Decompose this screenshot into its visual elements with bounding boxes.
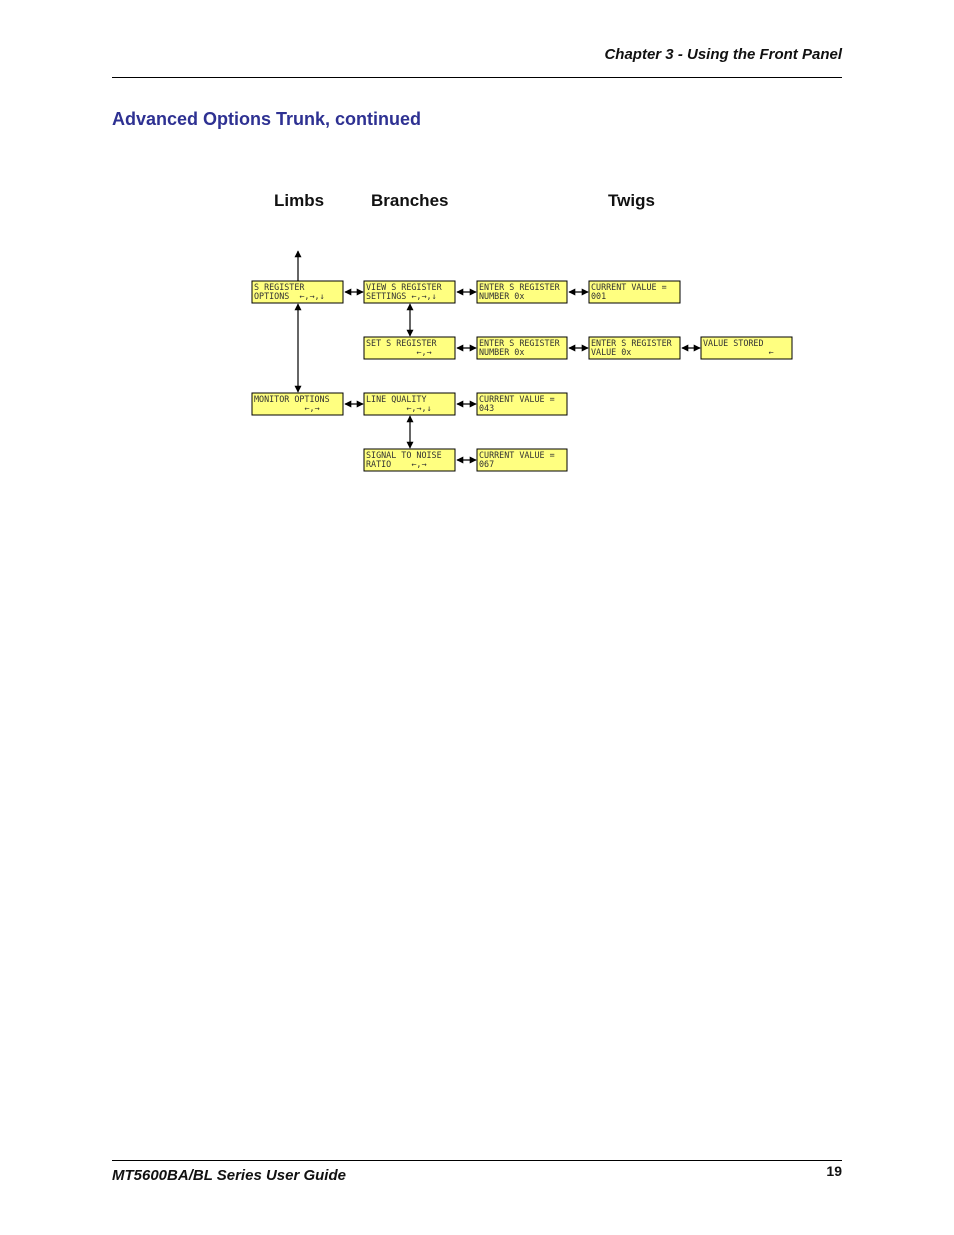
svg-text:001: 001 <box>591 291 606 301</box>
lcd-box-enter-s-register-number-2: ENTER S REGISTER NUMBER 0x <box>476 336 568 360</box>
lcd-box-current-value-001: CURRENT VALUE = 001 <box>588 280 681 304</box>
lcd-box-line-quality: LINE QUALITY ←,→,↓ <box>363 392 456 416</box>
lcd-box-value-stored: VALUE STORED ← <box>700 336 793 360</box>
section-title: Advanced Options Trunk, continued <box>112 109 422 129</box>
svg-text:CURRENT VALUE =: CURRENT VALUE = <box>479 450 555 460</box>
svg-text:SET S REGISTER: SET S REGISTER <box>366 338 438 348</box>
chapter-title: Chapter 3 - Using the Front Panel <box>604 46 842 63</box>
svg-text:VALUE 0x: VALUE 0x <box>591 347 631 357</box>
guide-title: MT5600BA/BL Series User Guide <box>112 1167 346 1184</box>
svg-text:043: 043 <box>479 403 494 413</box>
svg-text:CURRENT VALUE =: CURRENT VALUE = <box>591 282 667 292</box>
svg-text:SETTINGS ←,→,↓: SETTINGS ←,→,↓ <box>366 291 437 301</box>
column-label-twigs: Twigs <box>608 191 655 210</box>
footer-rule <box>112 1160 842 1161</box>
svg-text:RATIO ←,→: RATIO ←,→ <box>366 459 427 469</box>
header-rule <box>112 77 842 78</box>
svg-text:NUMBER 0x: NUMBER 0x <box>479 291 524 301</box>
lcd-box-set-s-register: SET S REGISTER ←,→ <box>363 336 456 360</box>
lcd-box-signal-to-noise-ratio: SIGNAL TO NOISE RATIO ←,→ <box>363 448 456 472</box>
svg-text:VIEW S REGISTER: VIEW S REGISTER <box>366 282 443 292</box>
lcd-box-enter-s-register-number: ENTER S REGISTER NUMBER 0x <box>476 280 568 304</box>
column-label-branches: Branches <box>371 191 449 210</box>
svg-text:VALUE STORED: VALUE STORED <box>703 338 764 348</box>
svg-text:←: ← <box>703 347 774 357</box>
lcd-box-current-value-043: CURRENT VALUE = 043 <box>476 392 568 416</box>
column-label-limbs: Limbs <box>274 191 325 210</box>
svg-text:NUMBER 0x: NUMBER 0x <box>479 347 524 357</box>
svg-text:←,→: ←,→ <box>366 347 432 357</box>
page-number: 19 <box>826 1163 842 1179</box>
lcd-box-s-register-options: S REGISTER OPTIONS ←,→,↓ <box>251 280 344 304</box>
svg-text:SIGNAL TO NOISE: SIGNAL TO NOISE <box>366 450 442 460</box>
svg-text:MONITOR OPTIONS: MONITOR OPTIONS <box>254 394 330 404</box>
svg-text:ENTER S REGISTER: ENTER S REGISTER <box>591 338 673 348</box>
lcd-box-view-s-register-settings: VIEW S REGISTER SETTINGS ←,→,↓ <box>363 280 456 304</box>
svg-text:LINE QUALITY: LINE QUALITY <box>366 394 427 404</box>
svg-text:ENTER S REGISTER: ENTER S REGISTER <box>479 282 561 292</box>
svg-text:CURRENT VALUE =: CURRENT VALUE = <box>479 394 555 404</box>
svg-text:S REGISTER: S REGISTER <box>254 282 305 292</box>
lcd-box-current-value-067: CURRENT VALUE = 067 <box>476 448 568 472</box>
svg-text:ENTER S REGISTER: ENTER S REGISTER <box>479 338 561 348</box>
svg-text:OPTIONS ←,→,↓: OPTIONS ←,→,↓ <box>254 291 325 301</box>
lcd-box-monitor-options: MONITOR OPTIONS ←,→ <box>251 392 344 416</box>
svg-text:067: 067 <box>479 459 494 469</box>
svg-text:←,→,↓: ←,→,↓ <box>366 403 432 413</box>
lcd-box-enter-s-register-value: ENTER S REGISTER VALUE 0x <box>588 336 681 360</box>
svg-text:←,→: ←,→ <box>254 403 320 413</box>
